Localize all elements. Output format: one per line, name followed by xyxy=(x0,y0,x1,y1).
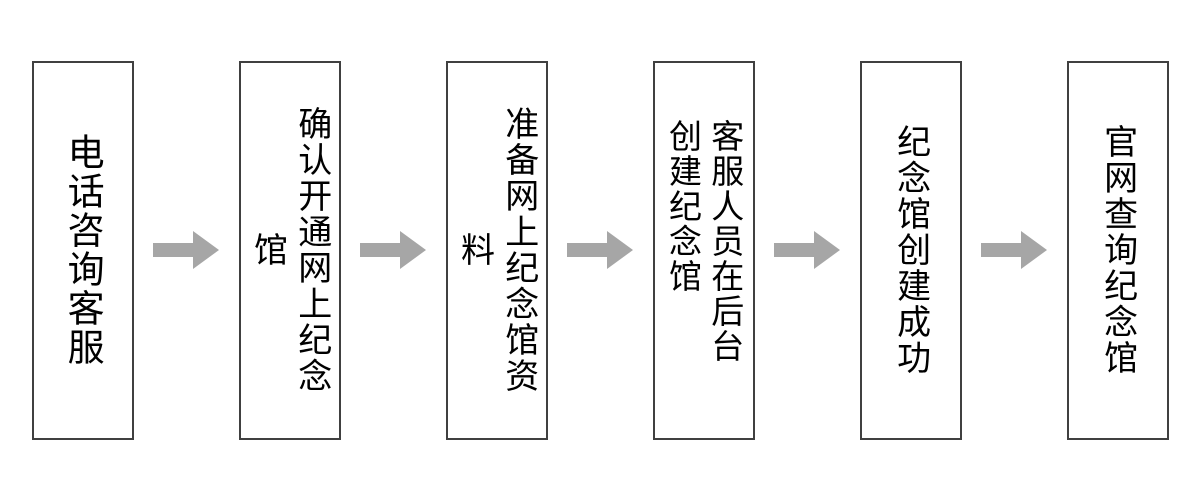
flow-node-label: 确认开通网上纪念馆 xyxy=(247,106,332,394)
flow-node-step-3[interactable]: 准备网上纪念馆资料 xyxy=(445,60,548,440)
flow-connector-arrow-5 xyxy=(962,61,1067,440)
right-arrow-icon xyxy=(774,231,840,269)
flow-node-step-6[interactable]: 官网查询纪念馆 xyxy=(1066,60,1169,440)
flow-node-step-1[interactable]: 电话咨询客服 xyxy=(31,60,134,440)
flow-node-step-2[interactable]: 确认开通网上纪念馆 xyxy=(238,60,341,440)
right-arrow-icon xyxy=(153,231,219,269)
flow-node-label: 官网查询纪念馆 xyxy=(1097,124,1138,376)
flow-node-label: 电话咨询客服 xyxy=(61,133,105,367)
flow-node-label: 准备网上纪念馆资料 xyxy=(454,106,539,394)
flow-connector-arrow-2 xyxy=(341,61,446,440)
right-arrow-icon xyxy=(981,231,1047,269)
right-arrow-icon xyxy=(360,231,426,269)
right-arrow-icon xyxy=(567,231,633,269)
flow-node-label: 客服人员在后台创建纪念馆 xyxy=(663,119,745,364)
flow-connector-arrow-4 xyxy=(755,61,860,440)
flow-connector-arrow-1 xyxy=(134,61,239,440)
flow-connector-arrow-3 xyxy=(548,61,653,440)
flow-node-label: 纪念馆创建成功 xyxy=(890,124,931,376)
flow-node-step-5[interactable]: 纪念馆创建成功 xyxy=(859,60,962,440)
flow-node-step-4[interactable]: 客服人员在后台创建纪念馆 xyxy=(652,60,755,440)
